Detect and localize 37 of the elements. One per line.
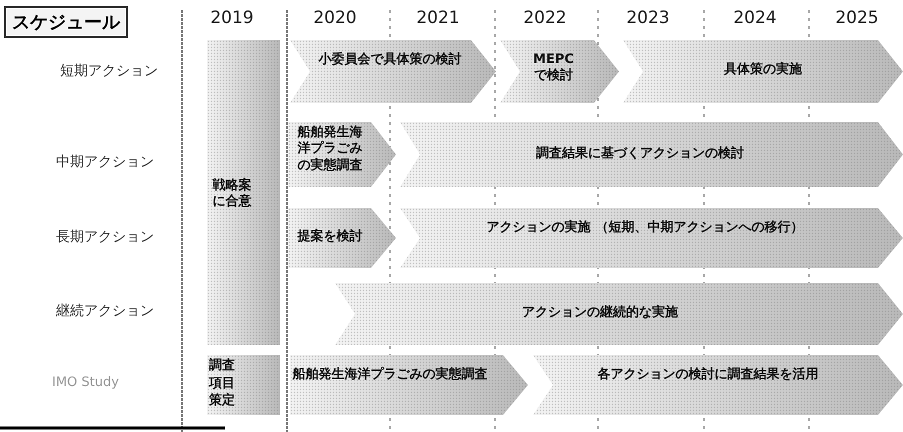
phase-text: 調査結果に基づくアクションの検討 xyxy=(535,146,745,162)
phase-bar xyxy=(207,355,280,415)
year-label: 2021 xyxy=(415,8,461,28)
timeline-band xyxy=(623,40,903,103)
phase-bar xyxy=(207,40,280,345)
phase-text: アクションの継続的な実施 xyxy=(521,305,679,322)
timeline-band xyxy=(400,208,903,268)
year-label: 2020 xyxy=(312,8,358,28)
timeline-band xyxy=(290,355,528,415)
phase-text: 具体策の実施 xyxy=(723,62,803,78)
timeline-band xyxy=(288,122,396,187)
row-label: 中期アクション xyxy=(56,153,155,171)
row-label: IMO Study xyxy=(52,375,120,390)
timeline-band xyxy=(500,40,619,103)
timeline-band xyxy=(335,283,903,345)
timeline-band xyxy=(400,122,903,187)
year-label: 2019 xyxy=(209,8,255,28)
year-label: 2023 xyxy=(625,8,671,28)
year-label: 2024 xyxy=(732,8,778,28)
row-label: 長期アクション xyxy=(56,228,155,246)
timeline-band xyxy=(533,355,903,415)
phase-text: 各アクションの検討に調査結果を活用 xyxy=(596,367,820,384)
phase-text: 提案を検討 xyxy=(296,229,364,246)
row-label: 継続アクション xyxy=(56,302,155,320)
title: スケジュール xyxy=(4,6,128,38)
phase-text: MEPCで検討 xyxy=(532,52,575,84)
row-label: 短期アクション xyxy=(60,62,159,80)
year-label: 2025 xyxy=(834,8,880,28)
phase-text: 船舶発生海洋プラごみの実態調査 xyxy=(296,125,364,174)
timeline-band xyxy=(290,40,496,103)
phase-text: 戦略案に合意 xyxy=(211,178,252,210)
year-label: 2022 xyxy=(522,8,568,28)
phase-text: アクションの実施 （短期、中期アクションへの移行） xyxy=(486,220,804,236)
phase-text: 調査項目策定 xyxy=(209,357,236,410)
phase-text: 小委員会で具体策の検討 xyxy=(317,52,462,68)
phase-text: 船舶発生海洋プラごみの実態調査 xyxy=(291,367,488,384)
timeline-band xyxy=(288,208,396,268)
